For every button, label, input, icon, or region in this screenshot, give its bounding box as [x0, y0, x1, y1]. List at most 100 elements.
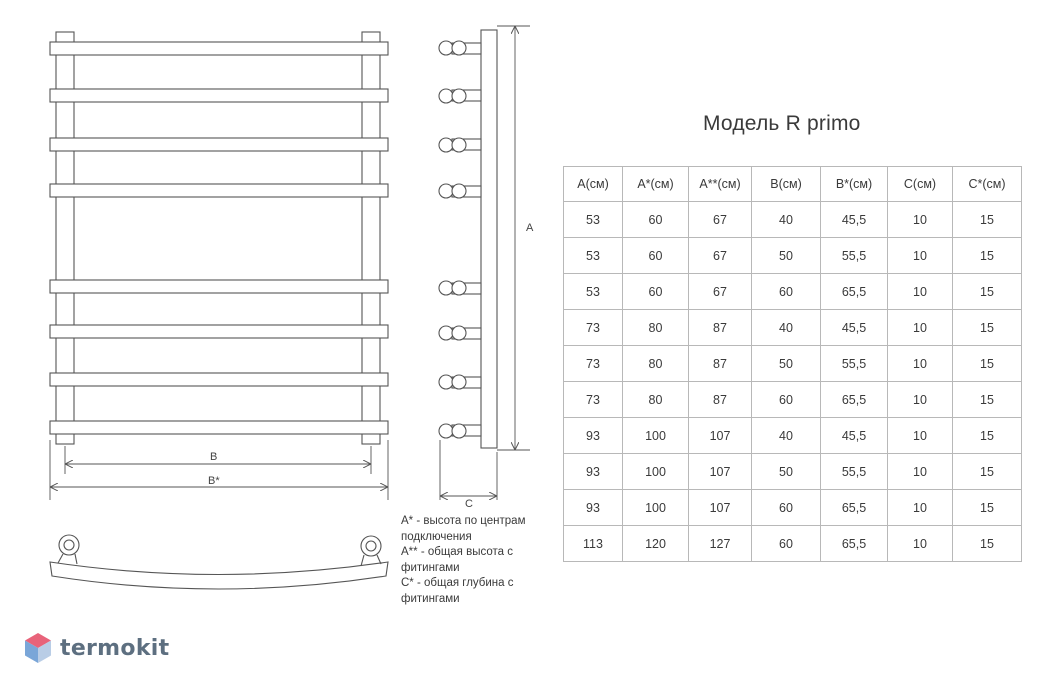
table-cell: 15 [952, 525, 1022, 562]
crossbar [49, 372, 389, 387]
fitting [438, 374, 482, 390]
col-header-c-star: C*(см) [952, 166, 1022, 202]
table-cell: 40 [751, 309, 821, 346]
dimension-c-label: C [465, 498, 473, 510]
table-cell: 53 [563, 201, 623, 238]
table-cell: 50 [751, 453, 821, 490]
crossbar [49, 137, 389, 152]
table-cell: 107 [688, 453, 752, 490]
table-cell: 93 [563, 489, 623, 526]
table-cell: 67 [688, 273, 752, 310]
col-header-a-double-star: A**(см) [688, 166, 752, 202]
fitting [438, 40, 482, 56]
legend-line: A** - общая высота с [401, 546, 513, 559]
right-upright [361, 31, 381, 445]
table-cell: 65,5 [820, 381, 888, 418]
table-cell: 87 [688, 345, 752, 382]
table-cell: 93 [563, 417, 623, 454]
table-cell: 87 [688, 309, 752, 346]
side-dimensions [439, 25, 530, 500]
table-cell: 15 [952, 237, 1022, 274]
table-cell: 73 [563, 345, 623, 382]
table-cell: 45,5 [820, 309, 888, 346]
table-cell: 60 [622, 201, 689, 238]
table-cell: 50 [751, 237, 821, 274]
termokit-logo: termokit [24, 632, 169, 664]
table-cell: 53 [563, 273, 623, 310]
table-cell: 40 [751, 417, 821, 454]
logo-text: termokit [60, 635, 170, 661]
table-cell: 100 [622, 417, 689, 454]
table-cell: 10 [887, 309, 953, 346]
table-cell: 73 [563, 381, 623, 418]
crossbar [49, 88, 389, 103]
table-cell: 120 [622, 525, 689, 562]
table-cell: 50 [751, 345, 821, 382]
side-upright [480, 29, 498, 449]
table-cell: 53 [563, 237, 623, 274]
table-cell: 15 [952, 309, 1022, 346]
front-dimensions [49, 440, 389, 500]
table-cell: 15 [952, 381, 1022, 418]
table-cell: 60 [751, 381, 821, 418]
legend-line: A* - высота по центрам [401, 515, 526, 527]
left-upright [55, 31, 75, 445]
col-header-a: A(см) [563, 166, 623, 202]
legend-line: C* - общая глубина с [401, 577, 514, 590]
table-cell: 10 [887, 237, 953, 274]
table-cell: 15 [952, 489, 1022, 526]
fitting [438, 137, 482, 153]
side-view [438, 29, 498, 449]
legend-notes: A* - высота по центрам подключения A** -… [401, 514, 525, 608]
top-view [49, 534, 389, 590]
table-cell: 100 [622, 453, 689, 490]
table-cell: 10 [887, 453, 953, 490]
table-cell: 67 [688, 237, 752, 274]
table-cell: 113 [563, 525, 623, 562]
table-cell: 80 [622, 381, 689, 418]
table-cell: 10 [887, 525, 953, 562]
table-cell: 40 [751, 201, 821, 238]
table-cell: 15 [952, 201, 1022, 238]
table-cell: 60 [622, 273, 689, 310]
legend-line: фитингами [401, 561, 460, 574]
col-header-c: C(см) [887, 166, 953, 202]
cube-logo-icon [25, 633, 51, 663]
table-cell: 65,5 [820, 525, 888, 562]
table-cell: 100 [622, 489, 689, 526]
fitting [438, 325, 482, 341]
fitting [438, 280, 482, 296]
table-cell: 10 [887, 417, 953, 454]
table-cell: 55,5 [820, 453, 888, 490]
cube-right-face [38, 640, 51, 663]
fitting [438, 183, 482, 199]
crossbar [49, 420, 389, 435]
dimension-a-label: A [526, 222, 534, 234]
right-fitting-inner [365, 540, 377, 552]
model-title: Модель R primo [703, 112, 861, 135]
dimension-b-label: B [210, 451, 217, 463]
table-cell: 10 [887, 201, 953, 238]
fitting [438, 88, 482, 104]
legend-line: фитингами [401, 592, 460, 605]
table-cell: 45,5 [820, 201, 888, 238]
table-header-row: A(см) A*(см) A**(см) B(см) B*(см) C(см) … [563, 166, 1022, 202]
fitting [438, 423, 482, 439]
table-cell: 93 [563, 453, 623, 490]
table-cell: 10 [887, 381, 953, 418]
left-fitting-inner [63, 539, 75, 551]
table-cell: 15 [952, 345, 1022, 382]
table-cell: 15 [952, 417, 1022, 454]
table-cell: 80 [622, 309, 689, 346]
size-table: A(см) A*(см) A**(см) B(см) B*(см) C(см) … [563, 166, 1022, 562]
table-cell: 73 [563, 309, 623, 346]
col-header-b-star: B*(см) [820, 166, 888, 202]
